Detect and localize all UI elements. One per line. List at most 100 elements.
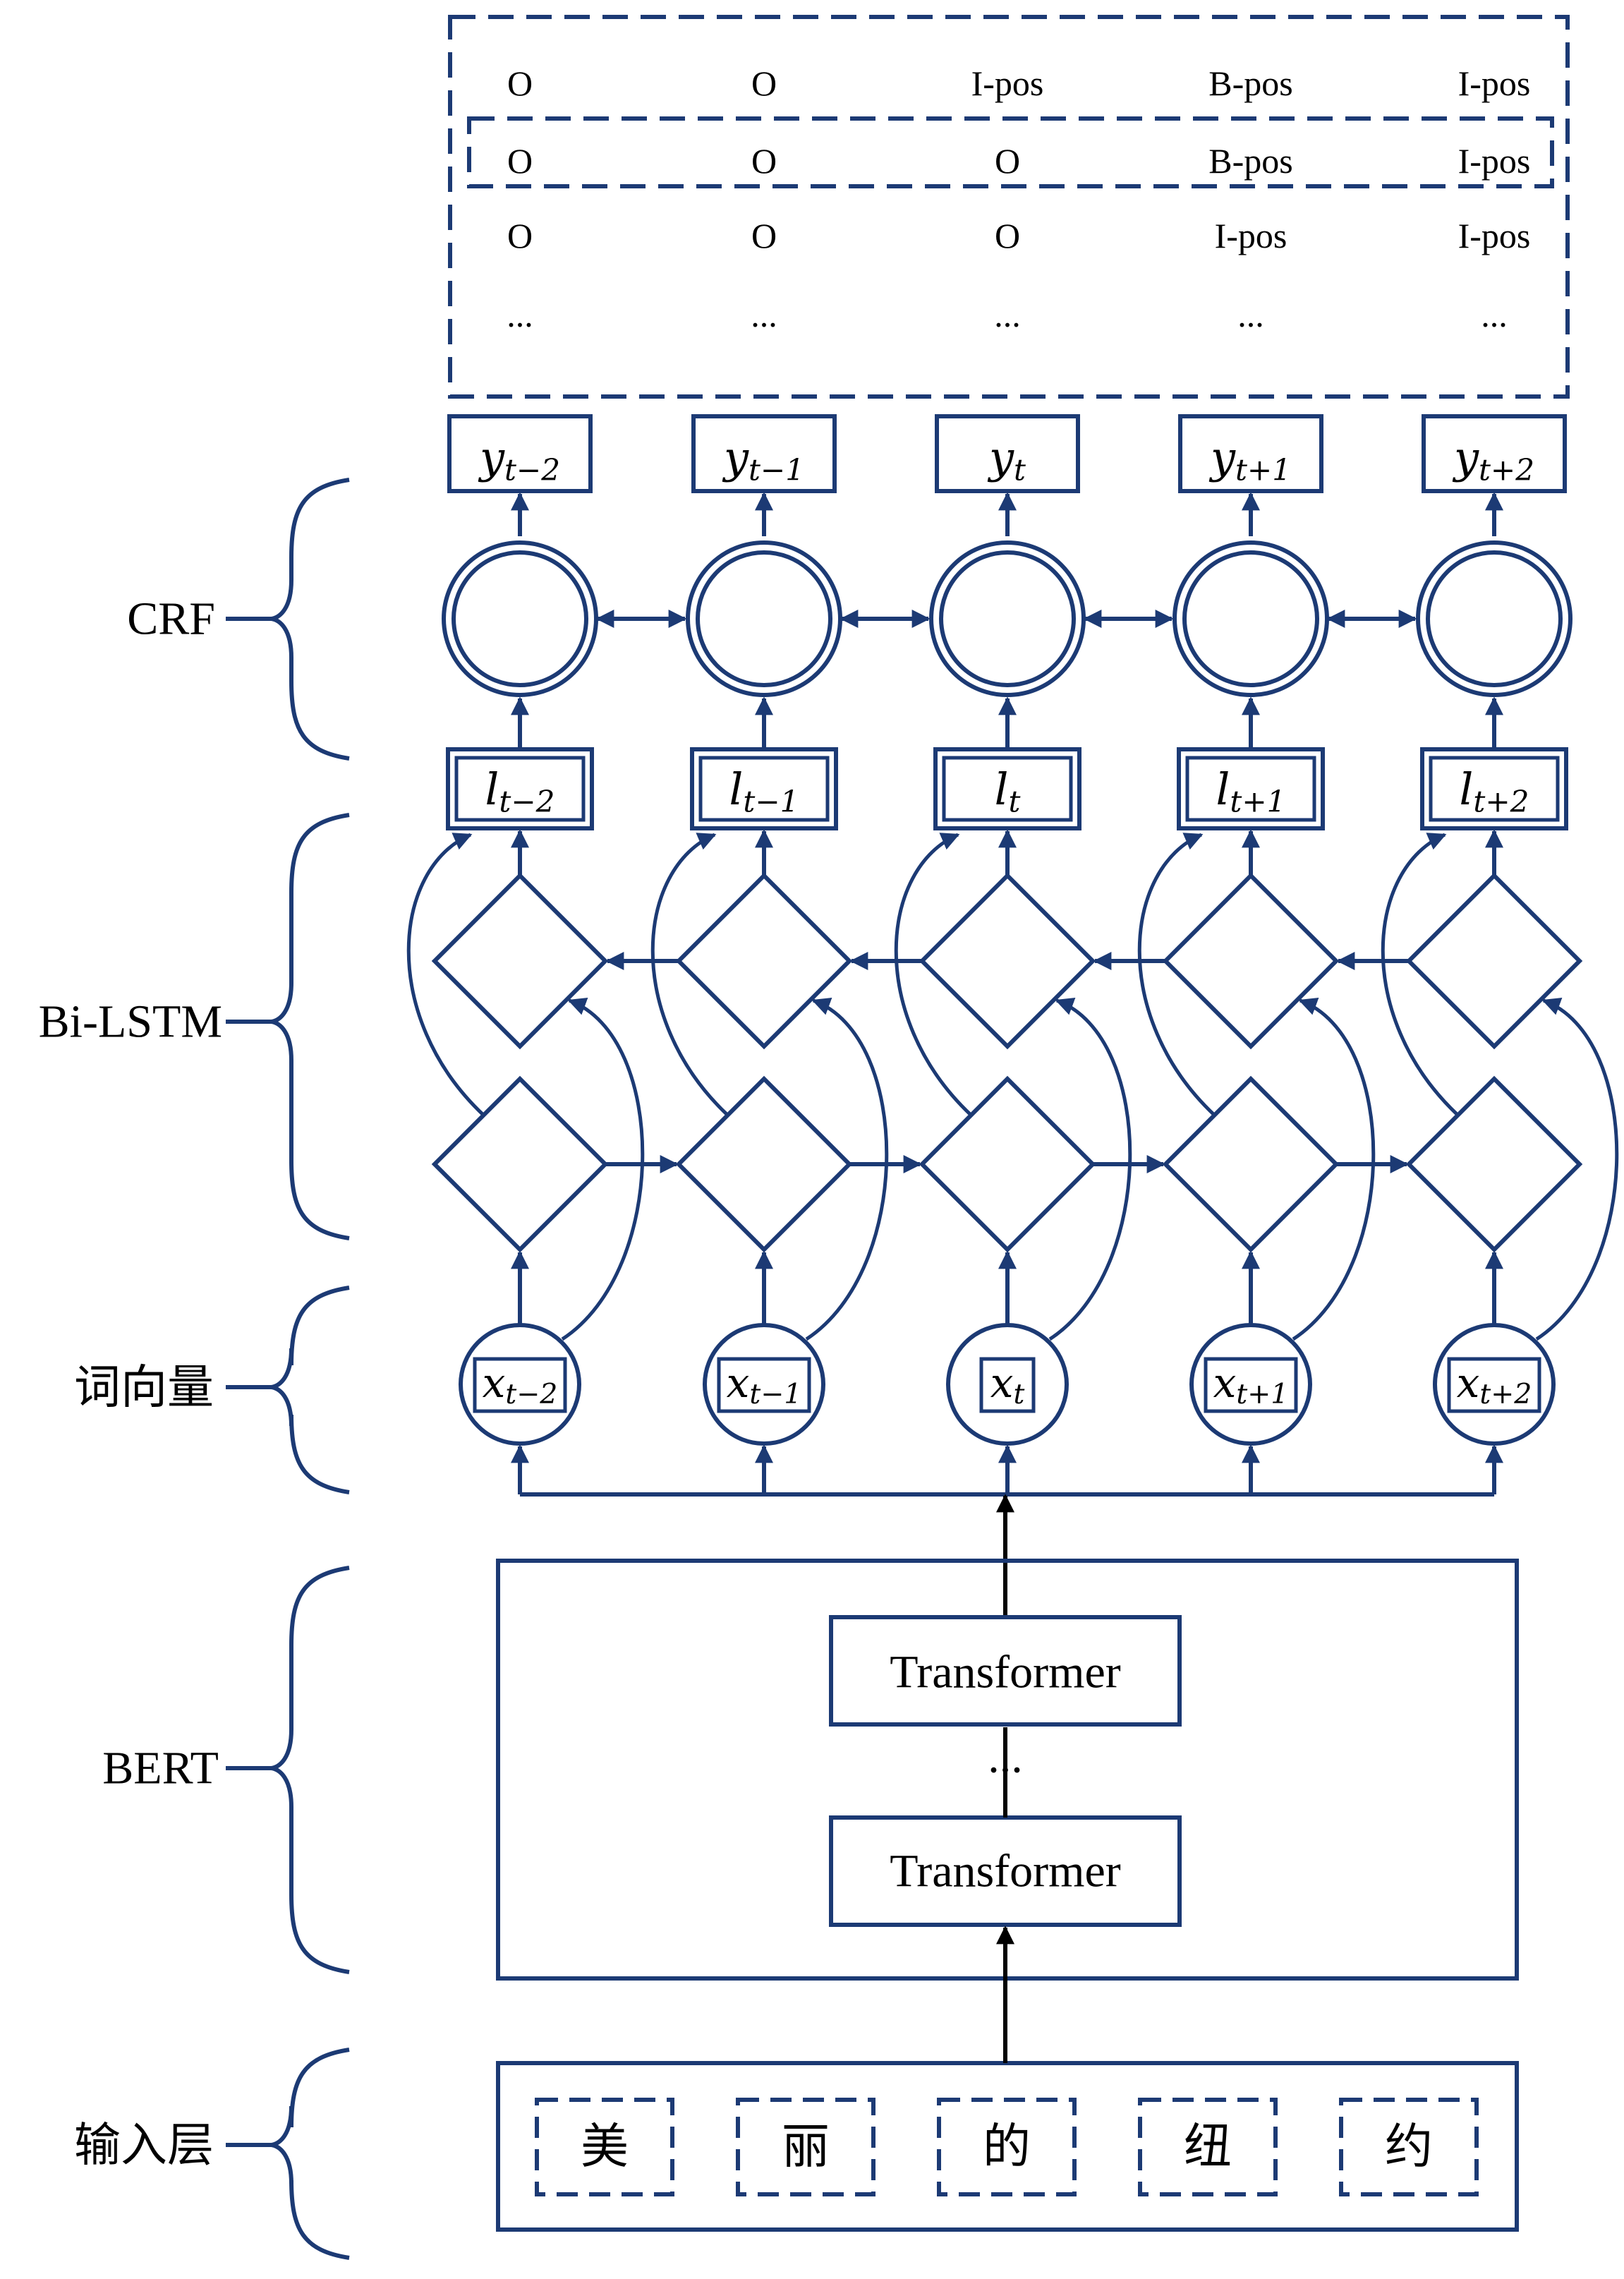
- tag-cell: ...: [1237, 295, 1264, 334]
- word-vector-x-subscript: t−1: [749, 1378, 801, 1410]
- crf-node-inner: [452, 550, 588, 687]
- emission-score-l-base: l: [1216, 763, 1230, 815]
- word-vector-x-subscript: t+1: [1236, 1378, 1288, 1410]
- connection-arrows: [406, 492, 1619, 1617]
- word-vector-x-base: x: [990, 1359, 1014, 1407]
- transformer-label-bottom: Transformer: [890, 1846, 1121, 1897]
- word-vector-box: [1204, 1357, 1298, 1413]
- brace-input: [271, 2048, 350, 2260]
- input-token-char: 纽: [1184, 2120, 1232, 2175]
- emission-score-l: lt−2: [485, 763, 555, 818]
- word-vector-x: xt+1: [1213, 1359, 1289, 1410]
- lstm-forward-cell: [675, 1075, 853, 1253]
- bert-block: Transformer ... Transformer: [496, 1559, 1519, 1981]
- crf-node-inner: [1182, 550, 1319, 687]
- input-token-box: [1339, 2098, 1479, 2196]
- emission-score-l-base: l: [1460, 763, 1474, 815]
- column-tm1: yt−1lt−1xt−1: [675, 414, 853, 1446]
- crf-node-inner: [939, 550, 1076, 687]
- crf-node-outer: [1416, 540, 1573, 697]
- lstm-backward-cell: [1162, 872, 1340, 1050]
- output-label-box: [447, 414, 593, 493]
- input-token: 的: [937, 2098, 1077, 2196]
- tag-cell: ...: [1481, 295, 1508, 334]
- word-vector-box: [1447, 1357, 1541, 1413]
- input-token-char: 美: [581, 2120, 629, 2175]
- brace-bert: [271, 1566, 350, 1974]
- crf-node-inner: [696, 550, 832, 687]
- column-tm2: yt−2lt−2xt−2: [431, 414, 609, 1446]
- tag-cell: I-pos: [1215, 216, 1287, 255]
- transformer-block-top: [829, 1615, 1182, 1727]
- emission-score-l: lt+1: [1216, 763, 1286, 818]
- brace-crf: [271, 478, 350, 761]
- layer-label-input: 输入层: [74, 2118, 214, 2172]
- arrow-vector-to-backward: [561, 998, 645, 1341]
- lstm-forward-cell: [919, 1075, 1096, 1253]
- output-label-y-base: y: [1208, 432, 1236, 483]
- output-label-y-subscript: t+2: [1479, 452, 1534, 487]
- tag-cell: I-pos: [1458, 216, 1531, 255]
- crf-node-outer: [1172, 540, 1329, 697]
- transformer-label-top: Transformer: [890, 1647, 1121, 1698]
- crf-node-inner: [1426, 550, 1563, 687]
- output-label-box: [691, 414, 837, 493]
- input-token-char: 的: [983, 2120, 1031, 2175]
- input-token-box: [736, 2098, 875, 2196]
- emission-score-box-inner: [1429, 756, 1560, 822]
- arrow-vector-to-backward: [1048, 998, 1132, 1341]
- word-vector-x: xt−1: [727, 1359, 802, 1410]
- arrow-vector-to-backward: [1535, 998, 1619, 1341]
- layer-labels: CRF Bi-LSTM 词向量 BERT 输入层: [39, 593, 222, 2172]
- layer-label-word-vectors: 词向量: [74, 1360, 214, 1415]
- output-label-y-subscript: t−1: [749, 452, 804, 487]
- output-label-y-subscript: t−2: [504, 452, 560, 487]
- word-vector-x-subscript: t+2: [1479, 1378, 1532, 1410]
- output-label-y: yt: [987, 432, 1026, 487]
- word-vector-x-subscript: t−2: [505, 1378, 557, 1410]
- arrow-vector-to-backward: [805, 998, 889, 1341]
- emission-score-l-subscript: t−2: [499, 784, 555, 818]
- output-label-box: [1178, 414, 1323, 493]
- lstm-forward-cell: [1162, 1075, 1340, 1253]
- word-vector-x: xt: [990, 1359, 1025, 1410]
- emission-score-box-inner: [454, 756, 586, 822]
- tag-cell: I-pos: [1458, 141, 1531, 181]
- lstm-backward-cell: [1405, 872, 1583, 1050]
- brace-word-vectors: [271, 1286, 350, 1494]
- input-token: 美: [535, 2098, 674, 2196]
- tag-cell: O: [507, 216, 533, 255]
- emission-score-l-subscript: t+1: [1230, 784, 1285, 818]
- word-vector-box: [717, 1357, 811, 1413]
- word-vector-box: [473, 1357, 567, 1413]
- emission-score-l: lt+2: [1460, 763, 1529, 818]
- arrow-forward-to-score: [1381, 833, 1459, 1116]
- lstm-backward-cell: [919, 872, 1096, 1050]
- arrow-vector-to-backward: [1292, 998, 1376, 1341]
- tag-sequence-highlight-dashed-box: [467, 116, 1554, 188]
- emission-score-box-inner: [698, 756, 830, 822]
- tag-cell: O: [995, 141, 1020, 181]
- arrow-forward-to-score: [650, 833, 729, 1116]
- emission-score-l-base: l: [485, 763, 499, 815]
- tag-cell: O: [751, 64, 777, 103]
- input-token-char: 丽: [782, 2120, 830, 2175]
- input-tokens: 美丽的纽约: [535, 2098, 1479, 2196]
- layer-label-bilstm: Bi-LSTM: [39, 996, 222, 1048]
- tag-cell: O: [751, 141, 777, 181]
- tag-cell: I-pos: [971, 64, 1044, 103]
- layer-braces: [226, 478, 350, 2260]
- input-token: 约: [1339, 2098, 1479, 2196]
- output-label-box: [1422, 414, 1567, 493]
- brace-bilstm: [271, 813, 350, 1240]
- arrow-forward-to-score: [894, 833, 972, 1116]
- lstm-backward-cell: [675, 872, 853, 1050]
- crf-node-outer: [442, 540, 598, 697]
- arrow-forward-to-score: [406, 833, 485, 1116]
- output-label-y-subscript: t: [1014, 452, 1026, 487]
- column-tp2: yt+2lt+2xt+2: [1405, 414, 1583, 1446]
- output-label-box: [935, 414, 1080, 493]
